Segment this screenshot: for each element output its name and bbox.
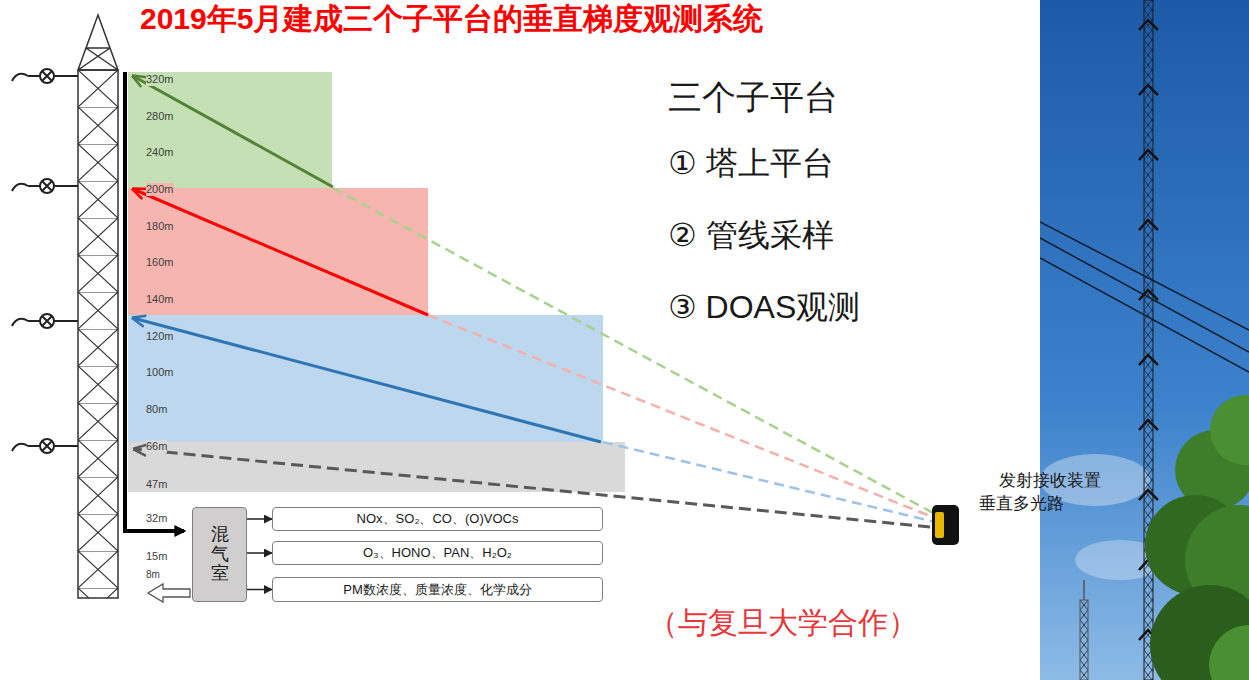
sensor-cross (42, 441, 52, 451)
height-label: 100m (146, 366, 174, 379)
title: 2019年5月建成三个子平台的垂直梯度观测系统 (140, 2, 763, 37)
height-label: 15m (146, 550, 167, 563)
box-label: O₃、HONO、PAN、H₂O₂ (363, 544, 512, 562)
tower-spire (78, 15, 118, 70)
sensor-head (40, 179, 54, 193)
small-mast (1080, 600, 1088, 680)
grey-band (128, 442, 625, 492)
height-label: 320m (146, 73, 174, 86)
height-label: 8m (146, 569, 160, 581)
height-label: 160m (146, 256, 174, 269)
tower-lattice (78, 70, 118, 598)
platform-item: ① 塔上平台 (668, 145, 834, 182)
mixing-chamber: 混气室 (192, 507, 247, 602)
sensor-vane (12, 184, 28, 191)
tower-photo (1040, 0, 1249, 680)
sensor-head (40, 314, 54, 328)
sensor-cross (42, 71, 52, 81)
platform-item: ② 管线采样 (668, 217, 834, 254)
green-band (128, 72, 332, 188)
sensor-head (40, 69, 54, 83)
sensor-head (40, 439, 54, 453)
platform-item: ③ DOAS观测 (668, 289, 860, 326)
height-label: 120m (146, 330, 174, 343)
sensor-cross (42, 181, 52, 191)
flow-arrow (247, 518, 272, 520)
mast (1144, 0, 1153, 680)
box-label: PM数浓度、质量浓度、化学成分 (343, 581, 532, 599)
height-label: 32m (146, 512, 167, 525)
height-label: 240m (146, 146, 174, 159)
flow-arrow (247, 589, 272, 591)
cloud (1040, 454, 1150, 506)
device-label: 垂直多光路 (979, 495, 996, 514)
device-label: 发射接收装置 (999, 472, 1016, 491)
box-label: NOx、SO₂、CO、(O)VOCs (357, 510, 519, 528)
tree (1210, 395, 1249, 465)
light-path (333, 188, 935, 514)
small-mast-top (1083, 580, 1085, 600)
wind-sensor (12, 179, 78, 193)
wind-sensor (12, 69, 78, 83)
light-path (603, 442, 935, 522)
exhaust-arrow (148, 584, 190, 602)
light-path-arrow (133, 76, 333, 187)
height-label: 280m (146, 110, 174, 123)
height-label: 47m (146, 478, 167, 491)
species-box: PM数浓度、质量浓度、化学成分 (272, 577, 603, 602)
species-box: O₃、HONO、PAN、H₂O₂ (272, 541, 603, 565)
species-box: NOx、SO₂、CO、(O)VOCs (272, 507, 603, 531)
light-path-arrow (133, 189, 428, 315)
sensor-vane (12, 444, 28, 451)
sensor-vane (12, 319, 28, 326)
sampling-line (125, 72, 184, 531)
doas-device-face (935, 512, 944, 538)
partner-note: （与复旦大学合作） (648, 606, 918, 641)
height-label: 200m (146, 183, 174, 196)
height-label: 66m (146, 440, 167, 453)
height-label: 140m (146, 293, 174, 306)
height-label: 80m (146, 403, 167, 416)
wind-sensor (12, 314, 78, 328)
sensor-cross (42, 316, 52, 326)
vertical-label: 混气室 (211, 525, 229, 584)
red-band (128, 188, 428, 315)
platform-heading: 三个子平台 (668, 78, 838, 117)
doas-device (932, 505, 959, 545)
flow-arrow (247, 552, 272, 554)
height-label: 180m (146, 220, 174, 233)
blue-band (128, 315, 603, 442)
light-path-arrow (133, 318, 601, 442)
wind-sensor (12, 439, 78, 453)
sensor-vane (12, 74, 28, 81)
tree (1209, 625, 1249, 680)
